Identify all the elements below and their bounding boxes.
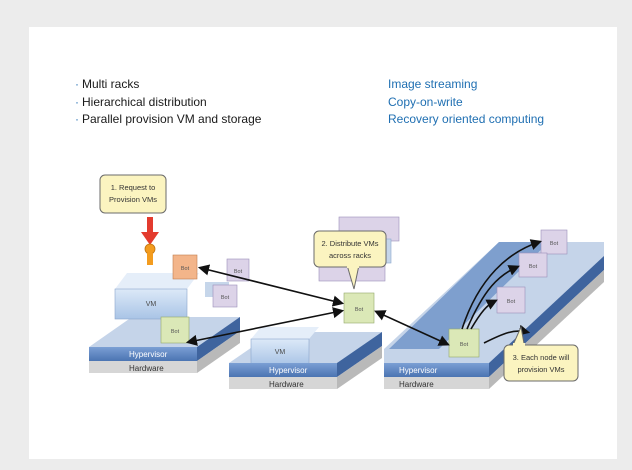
bot-label: Bot — [355, 307, 364, 313]
bot-label: Bot — [234, 269, 243, 275]
bullet-item: ·Multi racks — [75, 76, 261, 94]
bullet-text: Hierarchical distribution — [82, 94, 207, 109]
bot-label: Bot — [221, 295, 230, 301]
hardware-layer — [229, 377, 337, 389]
rack-1: VM Bot Bot Bot Bot Hypervisor Hardware — [89, 254, 250, 373]
bot-box-purple — [496, 286, 526, 314]
bot-label: Bot — [529, 264, 538, 270]
arrow-curve — [483, 324, 531, 344]
arrow-line — [197, 264, 345, 307]
callout-line: provision VMs — [517, 365, 564, 374]
callout-line: Provision VMs — [109, 195, 157, 204]
vm-block — [114, 288, 188, 320]
vm-label: VM — [275, 349, 286, 356]
callout-provision: 3. Each node will provision VMs — [503, 325, 579, 382]
arrow-curve — [466, 265, 520, 330]
callout-line: 1. Request to — [111, 183, 156, 192]
hypervisor-layer — [384, 363, 489, 377]
feature-item: Image streaming — [388, 77, 478, 91]
feature-list: Image streaming Copy-on-write Recovery o… — [388, 76, 544, 129]
hypervisor-label: Hypervisor — [399, 366, 438, 375]
callout-request: 1. Request to Provision VMs — [99, 174, 167, 214]
arrow-curve — [461, 239, 543, 330]
distribution-arrows — [185, 239, 543, 346]
bullet-list: ·Multi racks ·Hierarchical distribution … — [75, 76, 261, 129]
bullet-item: ·Parallel provision VM and storage — [75, 111, 261, 129]
bullet-item: ·Hierarchical distribution — [75, 94, 261, 112]
callout-line: 3. Each node will — [513, 353, 570, 362]
arrow-line — [185, 307, 345, 346]
rack-diagram: VM Bot Bot Bot Bot Hypervisor Hardware V… — [89, 174, 604, 389]
bot-box-purple — [540, 229, 568, 255]
bot-label: Bot — [171, 329, 180, 335]
bot-box-green — [160, 316, 190, 344]
feature-item: Recovery oriented computing — [388, 112, 545, 126]
hardware-label: Hardware — [129, 364, 164, 373]
slide: ·Multi racks ·Hierarchical distribution … — [29, 27, 617, 459]
bullet-dot: · — [75, 77, 79, 91]
hardware-label: Hardware — [269, 380, 304, 389]
callout-line: across racks — [329, 251, 371, 260]
bullet-dot: · — [75, 94, 79, 109]
bullet-dot: · — [75, 112, 79, 126]
hypervisor-label: Hypervisor — [269, 366, 308, 375]
hardware-layer — [384, 377, 489, 389]
bot-box-purple — [518, 252, 548, 278]
hardware-layer — [89, 361, 197, 373]
request-knob — [144, 243, 156, 255]
hardware-label: Hardware — [399, 380, 434, 389]
bot-label: Bot — [507, 299, 516, 305]
bot-box-green — [448, 328, 480, 358]
hypervisor-layer — [89, 347, 197, 361]
hypervisor-label: Hypervisor — [129, 350, 168, 359]
bot-box-green — [343, 292, 375, 324]
bullet-text: Multi racks — [82, 77, 140, 91]
request-arrow — [141, 217, 159, 265]
bullet-text: Parallel provision VM and storage — [82, 112, 262, 126]
arrow-curve — [470, 299, 498, 330]
bot-label: Bot — [460, 342, 469, 348]
bot-label: Bot — [550, 241, 559, 247]
callout-distribute: 2. Distribute VMs across racks — [313, 230, 387, 290]
bot-label: Bot — [181, 266, 190, 272]
arrow-line — [374, 310, 450, 346]
feature-item: Copy-on-write — [388, 94, 463, 109]
vm-label: VM — [146, 301, 157, 308]
hypervisor-layer — [229, 363, 337, 377]
callout-line: 2. Distribute VMs — [321, 239, 378, 248]
bot-box-orange — [172, 254, 198, 280]
